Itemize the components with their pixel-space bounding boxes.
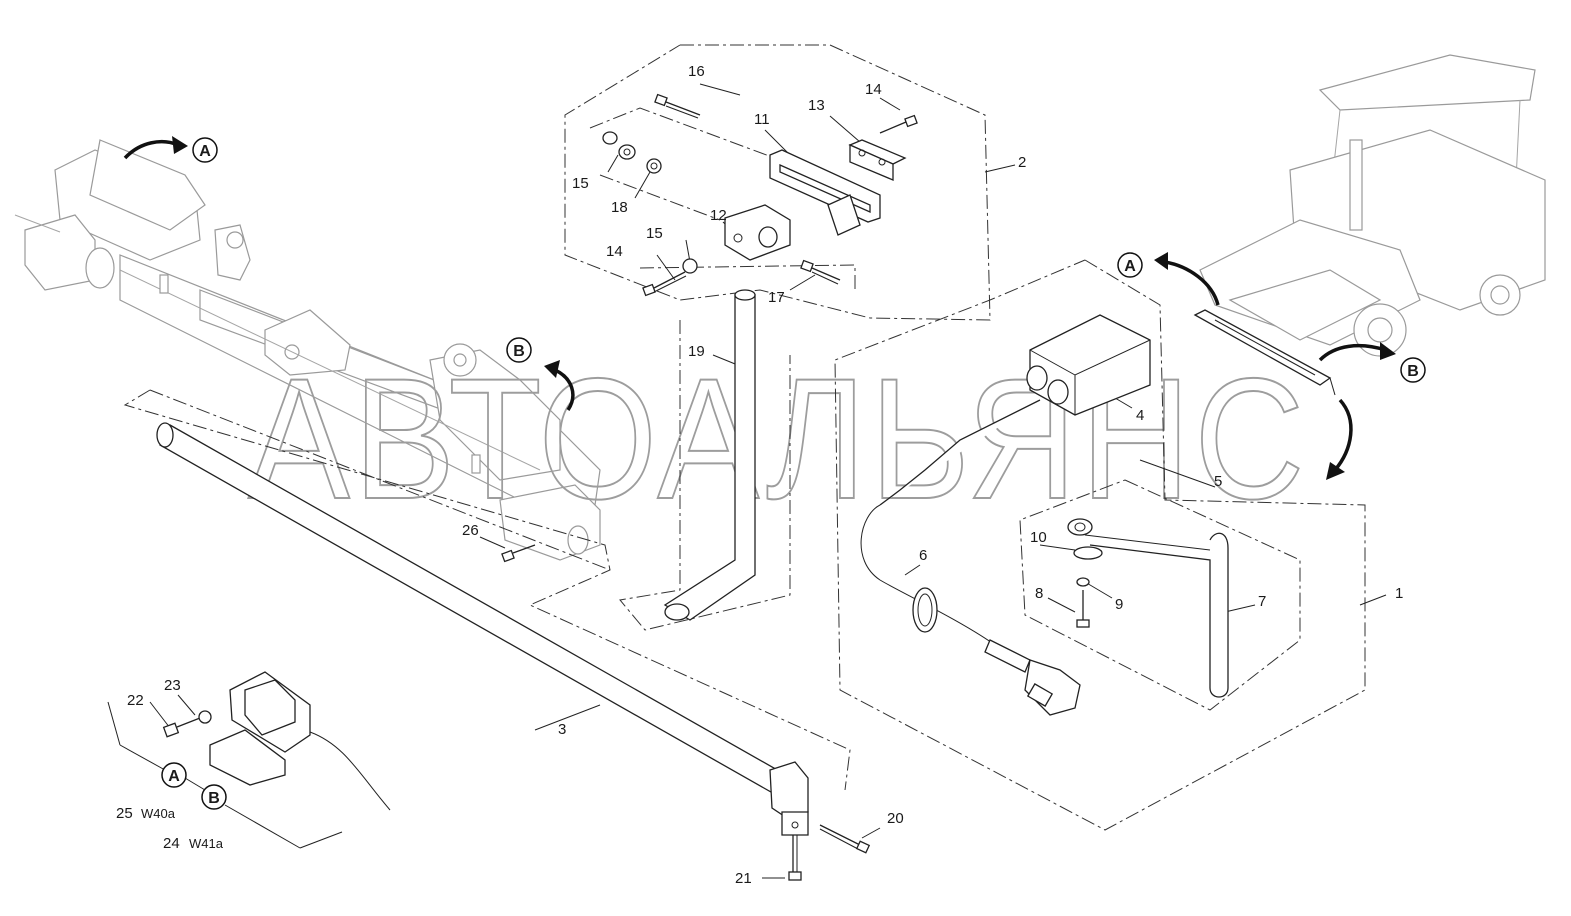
arrow-head-icon (544, 360, 560, 378)
callout-5: 5 (1214, 473, 1222, 490)
callout-24: 24 (163, 835, 180, 852)
callout-16: 16 (688, 63, 705, 80)
nuts-15-18-part (602, 131, 698, 274)
callout-10: 10 (1030, 529, 1047, 546)
junction-box-part (162, 671, 391, 811)
callout-25: 25 (116, 805, 133, 822)
callout-23: 23 (164, 677, 181, 694)
callout-7: 7 (1258, 593, 1266, 610)
marker-b-right: B (1400, 357, 1426, 383)
callout-labels: 1 2 3 4 5 6 7 8 9 10 11 12 13 14 14 15 1… (116, 63, 1403, 887)
bolt-20-part (819, 824, 871, 854)
callout-22: 22 (127, 692, 144, 709)
bracket-11-part (769, 149, 881, 236)
callout-15-mid: 15 (646, 225, 663, 242)
callout-19: 19 (688, 343, 705, 360)
callout-20: 20 (887, 810, 904, 827)
callout-3: 3 (558, 721, 566, 738)
callout-17: 17 (768, 289, 785, 306)
cable-6-part (860, 399, 1081, 716)
callout-26: 26 (462, 522, 479, 539)
legend-lines (107, 701, 343, 849)
callout-12: 12 (710, 207, 727, 224)
bolt-26-part (501, 544, 536, 563)
tube-19-part (663, 289, 756, 621)
sensor-4-part (1026, 314, 1151, 416)
marker-a-legend: A (161, 762, 187, 788)
marker-b-left: B (506, 337, 532, 363)
callout-8: 8 (1035, 585, 1043, 602)
svg-text:B: B (208, 790, 220, 807)
code-w41a: W41a (189, 836, 224, 851)
machine-frame-ghost (14, 139, 601, 561)
marker-a-right: A (1117, 252, 1143, 278)
arrow-head-icon (1380, 342, 1396, 360)
paver-machine-ghost (1193, 54, 1546, 396)
svg-text:B: B (1407, 363, 1419, 380)
callout-18: 18 (611, 199, 628, 216)
callout-1: 1 (1395, 585, 1403, 602)
svg-text:A: A (199, 143, 211, 160)
rod-7-part (1084, 532, 1229, 698)
callout-21: 21 (735, 870, 752, 887)
callout-6: 6 (919, 547, 927, 564)
svg-text:B: B (513, 343, 525, 360)
clamp-12-part (724, 204, 791, 261)
callout-14-left: 14 (606, 243, 623, 260)
bolt-17-part (800, 259, 841, 285)
bolt-21-part (788, 835, 802, 881)
svg-text:A: A (1124, 258, 1136, 275)
assembly-outlines (123, 44, 1366, 831)
callout-13: 13 (808, 97, 825, 114)
rail-3-part (156, 422, 809, 836)
callout-15-top: 15 (572, 175, 589, 192)
callout-11: 11 (754, 111, 770, 128)
callout-4: 4 (1136, 407, 1144, 424)
connector-10-part (1067, 518, 1103, 628)
callout-2: 2 (1018, 154, 1026, 171)
bolt-16-part (654, 93, 701, 119)
direction-arrows (123, 136, 1396, 480)
marker-a-left: A (192, 137, 218, 163)
callout-14-top: 14 (865, 81, 882, 98)
svg-text:A: A (168, 768, 180, 785)
arrow-head-icon (1154, 252, 1168, 270)
arrow-head-icon (172, 136, 188, 154)
arrow-head-icon (1326, 462, 1345, 480)
callout-9: 9 (1115, 596, 1123, 613)
bolt-14-left-part (642, 271, 687, 297)
plate-13-part (848, 139, 907, 181)
marker-b-legend: B (201, 784, 227, 810)
code-w40a: W40a (141, 806, 176, 821)
bolt-14-top-part (879, 114, 918, 134)
